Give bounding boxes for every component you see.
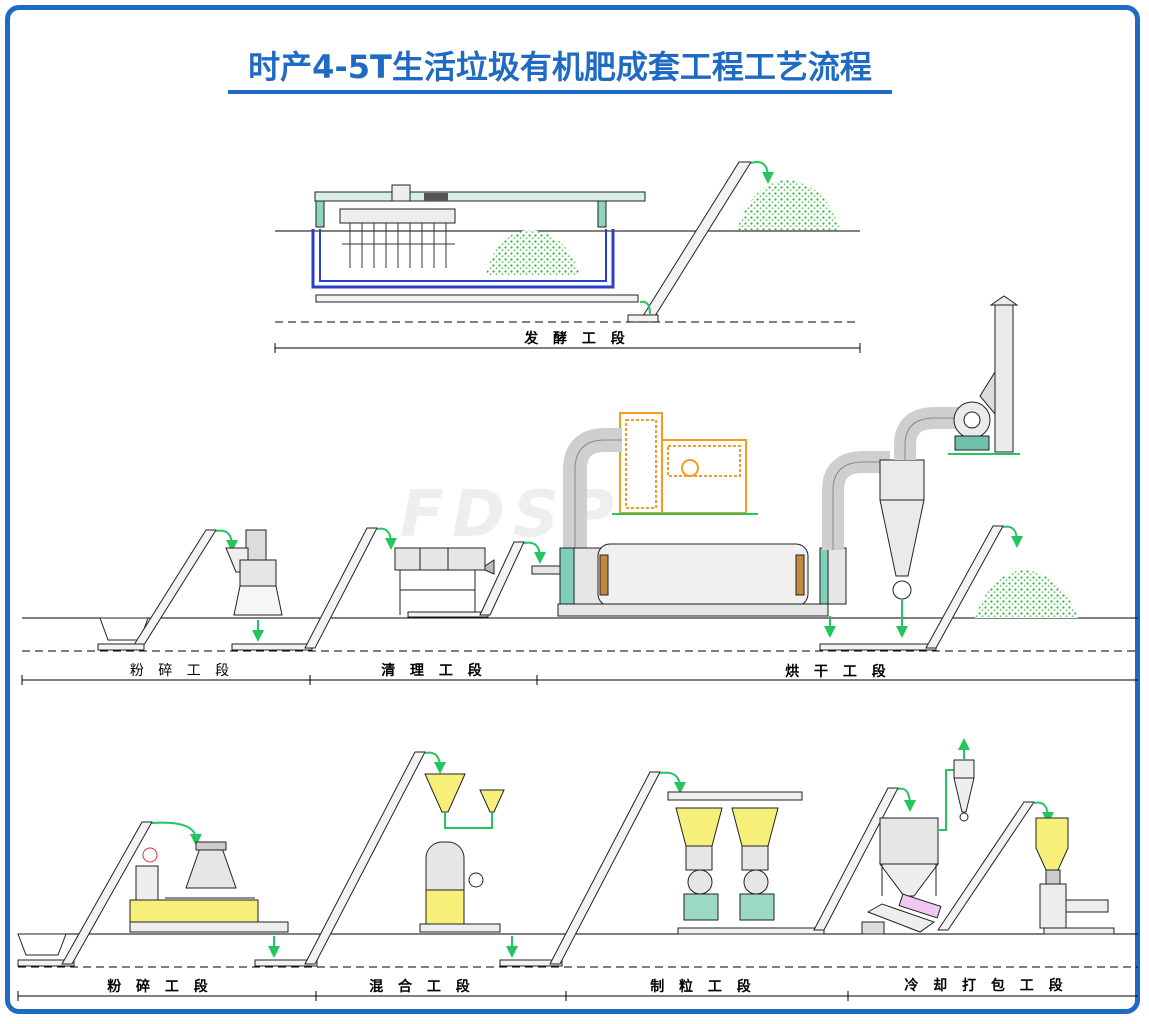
section-label-drying: 烘 干 工 段 — [785, 663, 891, 680]
compost-pile-output — [737, 180, 840, 230]
incline-conveyor-mix — [304, 751, 446, 965]
section-label-fermentation: 发 酵 工 段 — [523, 330, 630, 347]
section-label-mixing: 混 合 工 段 — [369, 978, 475, 995]
rotary-screen — [861, 893, 942, 935]
belt-conveyor-crush — [231, 643, 313, 651]
section-label-crushing-1: 粉 碎 工 段 — [130, 663, 234, 679]
incline-conveyor-cool — [813, 787, 916, 931]
incline-conveyor-crush — [97, 529, 238, 651]
crusher — [225, 529, 283, 616]
section-label-granulation: 制 粒 工 段 — [650, 978, 756, 995]
induced-draft-fan — [948, 401, 1020, 455]
belt-conveyor-granulate — [677, 927, 825, 935]
incline-conveyor-fermentation — [627, 161, 774, 323]
cyclone-separator — [879, 459, 925, 638]
incline-conveyor-granulate — [549, 771, 686, 965]
compost-pile-dried — [975, 570, 1078, 618]
section-label-cleaning: 清 理 工 段 — [381, 662, 487, 679]
row3: 粉 碎 工 段 混 合 工 段 制 粒 工 段 冷 却 打 包 工 段 — [17, 738, 1138, 1001]
chimney — [979, 295, 1019, 453]
title-underline — [228, 90, 892, 94]
pellet-mill-1 — [675, 807, 723, 921]
incline-conveyor-crush-2 — [61, 821, 202, 965]
row2: 粉 碎 工 段 清 理 工 段 烘 干 工 段 — [21, 295, 1138, 685]
belt-conveyor-crush-2 — [254, 959, 318, 967]
rotary-dryer — [557, 543, 829, 617]
compost-turner — [314, 184, 646, 268]
diagram-title: 时产4-5T生活垃圾有机肥成套工程工艺流程 — [248, 48, 872, 86]
section-label-crushing-2: 粉 碎 工 段 — [107, 978, 213, 995]
dosing-hopper-1 — [424, 773, 466, 813]
hot-air-furnace — [612, 412, 758, 515]
packing-machine — [1035, 817, 1115, 935]
belt-conveyor-fermentation — [315, 294, 639, 303]
incline-conveyor-pack — [937, 801, 1054, 931]
feed-hopper-row3 — [17, 933, 67, 956]
belt-conveyor-dry — [819, 643, 937, 651]
screw-conveyor-top — [667, 791, 803, 801]
trommel-screen — [394, 547, 495, 618]
incline-conveyor-dry-output — [925, 525, 1023, 649]
counterflow-cooler — [879, 817, 939, 897]
cooler-cyclone — [953, 738, 975, 822]
vertical-mixer — [419, 841, 501, 933]
hot-air-duct — [563, 428, 622, 548]
incline-conveyor-dryer-feed — [479, 541, 546, 616]
belt-conveyor-mix — [499, 959, 563, 967]
pellet-mill-2 — [731, 807, 779, 921]
section-label-cooling-packing: 冷 却 打 包 工 段 — [904, 977, 1067, 994]
dosing-hopper-2 — [479, 789, 505, 813]
fermentation-tank — [311, 229, 615, 289]
incline-conveyor-clean — [304, 527, 397, 649]
semi-wet-crusher — [129, 841, 289, 933]
fermentation-section: 发 酵 工 段 — [274, 161, 861, 353]
compost-pile-tank — [486, 230, 580, 275]
